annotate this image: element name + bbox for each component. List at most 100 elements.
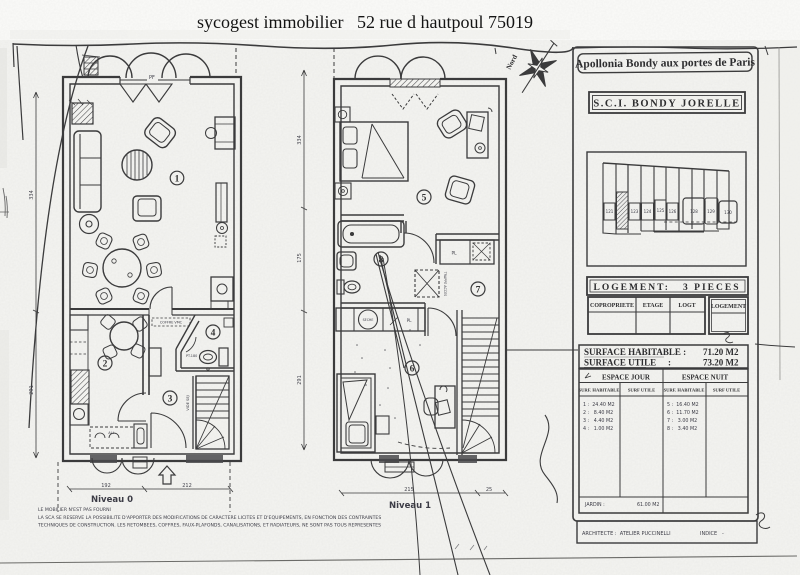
site-plan-box: 121 123 124 125 126 128 129 130: [586, 151, 747, 267]
level0-doors: [117, 286, 197, 449]
disclaimer-block: LE MOBILIER N'EST PAS FOURNI LA SCA SE R…: [37, 507, 381, 529]
single-bed: [336, 373, 376, 453]
room-2-number: 2: [103, 360, 108, 370]
company-box: S.C.I. BONDY JORELLE: [588, 91, 746, 114]
wc-toilet: [198, 347, 229, 371]
room-1-badge: 1: [169, 170, 185, 186]
coffre-vmc-label: COFFRE VMC: [160, 321, 183, 325]
surface-utile-label: SURFACE UTILE: [584, 358, 656, 368]
dining-chairs: [81, 232, 163, 305]
site-unit-5: 126: [669, 209, 677, 214]
site-unit-7: 128: [690, 209, 698, 214]
room-4-number: 4: [211, 329, 216, 339]
nightstand-top: [334, 106, 351, 123]
hall-duct: [148, 347, 162, 377]
stairs-level1: [461, 317, 499, 454]
nuit-row-2: 7 : 3.00 M2: [667, 418, 697, 424]
nuit-row-1: 6 : 11.70 M2: [667, 410, 699, 416]
entrance-arrow: [157, 465, 177, 485]
logement-header: LOGEMENT: [711, 304, 746, 310]
company-text: S.C.I. BONDY JORELLE: [593, 99, 740, 110]
jardin-value: 61.00 M2: [637, 502, 659, 508]
level0-walls: [61, 75, 243, 463]
room-6-number: 6: [410, 365, 415, 375]
kitchen-counter: [69, 314, 90, 426]
site-unit-0: 121: [606, 209, 614, 214]
logement-title-box: LOGEMENT: 3 PIECES: [586, 276, 749, 296]
surf-hab-header-2: SURF. HABITABLE: [664, 388, 705, 393]
room-5-number: 5: [422, 194, 427, 204]
dim-l1-bottom-right: 25: [486, 487, 492, 493]
trappe-label: TRAPPE ACCES: [443, 271, 447, 297]
sofa: [73, 130, 102, 213]
garden-scallops-right: [370, 458, 444, 479]
disclaimer-line-1: LE MOBILIER N'EST PAS FOURNI: [38, 507, 111, 513]
espace-table: ESPACE JOUR ESPACE NUIT SURF. HABITABLE …: [578, 368, 749, 514]
nightstand-bottom: [334, 182, 352, 200]
info-panel: Apollonia Bondy aux portes de Paris S.C.…: [572, 46, 759, 544]
double-bed: [339, 121, 409, 182]
espace-nuit-header: ESPACE NUIT: [682, 374, 729, 382]
room-4-badge: 4: [205, 324, 221, 340]
appliance-closet: [335, 307, 426, 332]
surf-utile-header-2: SURF UTILE: [713, 388, 740, 393]
site-unit-2: 123: [631, 209, 639, 214]
shelf-right: [214, 182, 228, 248]
level1-walls: [332, 77, 508, 462]
surf-hab-header-1: SURF. HABITABLE: [579, 388, 620, 393]
level0-property-dashes: [57, 462, 231, 512]
garden-scallops-left: [91, 457, 155, 475]
kitchen-table: [100, 314, 148, 360]
dim-l0-left-top: 334: [29, 190, 35, 200]
architecte-text: ARCHITECTE : ATELIER PUCCINELLI: [582, 531, 671, 537]
stairs-level0: [192, 375, 230, 450]
page-title: sycogest immobilier 52 rue d hautpoul 75…: [197, 12, 533, 32]
room-1-number: 1: [175, 175, 180, 185]
awning-arcs: [87, 52, 211, 79]
copropriete-header: COPROPRIETE: [590, 303, 634, 309]
logt-header: LOGT: [678, 303, 695, 309]
chair-bedroom: [444, 175, 476, 205]
bathroom-toilet: [336, 279, 361, 295]
level1-awning-arcs: [354, 55, 446, 80]
level0-bottom-details: [57, 455, 231, 512]
room-7-badge: 7: [470, 281, 486, 297]
closet-pl: [439, 239, 495, 265]
pen-scribbles: [375, 251, 771, 575]
bathtub: [337, 220, 405, 248]
espace-nuit-rows: 5 : 16.40 M2 6 : 11.70 M2 7 : 3.00 M2 8 …: [667, 402, 699, 432]
jardin-label: JARDIN :: [584, 502, 605, 508]
panel-header-text: Apollonia Bondy aux portes de Paris: [575, 57, 756, 71]
pt180-label: PT.180: [186, 354, 197, 358]
level1-dimensions: 215 25 334 175 291: [297, 69, 509, 497]
kitchen-lower-cabinets: [89, 423, 148, 449]
site-unit-3: 124: [644, 209, 652, 214]
surface-utile-value: 73.20 M2: [703, 358, 739, 368]
espace-jour-header: ESPACE JOUR: [602, 374, 651, 382]
dim-l1-left-mid: 175: [297, 253, 303, 263]
round-rug: [121, 149, 153, 181]
pl-label-2: PL: [451, 251, 457, 257]
dim-l0-left-bottom: 291: [29, 385, 35, 395]
room-3-badge: 3: [162, 390, 178, 406]
surface-box: SURFACE HABITABLE : 71.20 M2 SURFACE UTI…: [578, 344, 749, 369]
surface-utile-colon: :: [668, 358, 671, 368]
panel-footer: ARCHITECTE : ATELIER PUCCINELLI INDICE -: [576, 520, 758, 544]
dim-l0-bottom-left: 192: [101, 483, 111, 489]
jour-row-3: 4 : 1.00 M2: [583, 426, 613, 432]
surf-utile-header-1: SURF UTILE: [628, 388, 655, 393]
room-7-number: 7: [476, 286, 481, 296]
scan-dots: [354, 329, 421, 419]
jour-row-0: 1 : 24.40 M2: [583, 402, 615, 408]
floorplan-level0: PF: [29, 48, 243, 512]
room-3-number: 3: [168, 395, 173, 405]
seche-label: SECHE: [363, 318, 374, 322]
indice-text: INDICE -: [700, 531, 724, 537]
etage-header: ETAGE: [643, 303, 664, 309]
garden-curves: [16, 44, 89, 429]
pl-label-1: PL: [407, 318, 413, 323]
trappe-access: [414, 269, 440, 298]
nuit-row-0: 5 : 16.40 M2: [667, 402, 699, 408]
desk-bedroom: [466, 107, 493, 159]
